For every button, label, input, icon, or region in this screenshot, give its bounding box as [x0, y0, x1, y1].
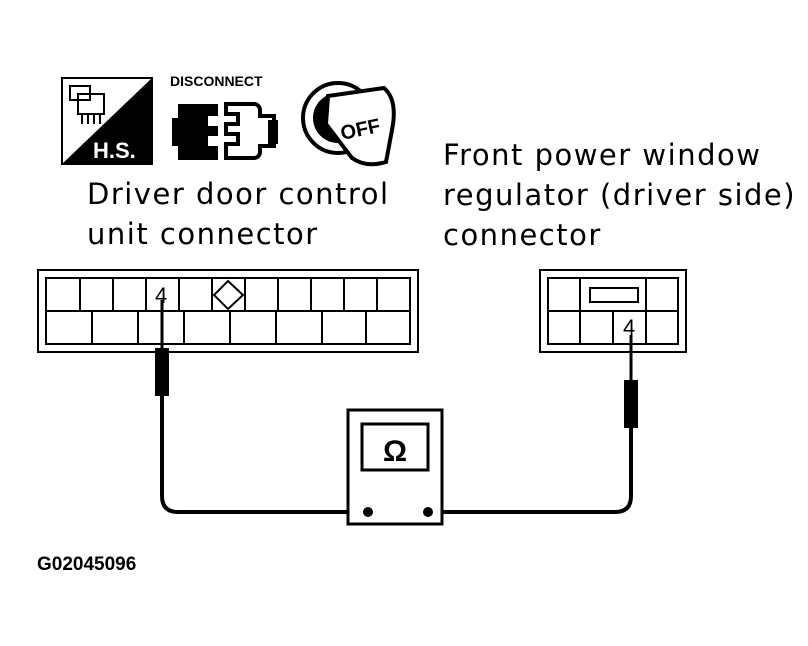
meter-terminal-left — [363, 507, 373, 517]
ignition-off-icon: OFF — [301, 81, 396, 167]
right-test-lead — [428, 428, 633, 514]
harness-label: H.S. — [93, 138, 136, 163]
right-connector-label-line3: connector — [443, 218, 602, 252]
right-terminal-number: 4 — [623, 315, 635, 340]
ohm-symbol: Ω — [383, 435, 407, 468]
right-connector-label-line1: Front power window — [443, 138, 761, 172]
left-terminal-number: 4 — [155, 283, 167, 308]
left-probe — [155, 300, 169, 396]
right-connector — [539, 269, 687, 353]
meter-terminal-right — [423, 507, 433, 517]
left-connector-label-line1: Driver door control — [87, 177, 390, 211]
disconnect-icon: DISCONNECT — [170, 73, 278, 160]
left-connector — [37, 269, 419, 353]
right-probe — [624, 335, 638, 428]
left-connector-label-line2: unit connector — [87, 217, 319, 251]
right-connector-label-line2: regulator (driver side) — [443, 178, 796, 212]
left-test-lead — [160, 396, 368, 514]
figure-code: G02045096 — [37, 554, 136, 575]
disconnect-label: DISCONNECT — [170, 73, 263, 89]
harness-connector-icon: H.S. — [61, 77, 153, 165]
ohmmeter — [346, 408, 444, 526]
